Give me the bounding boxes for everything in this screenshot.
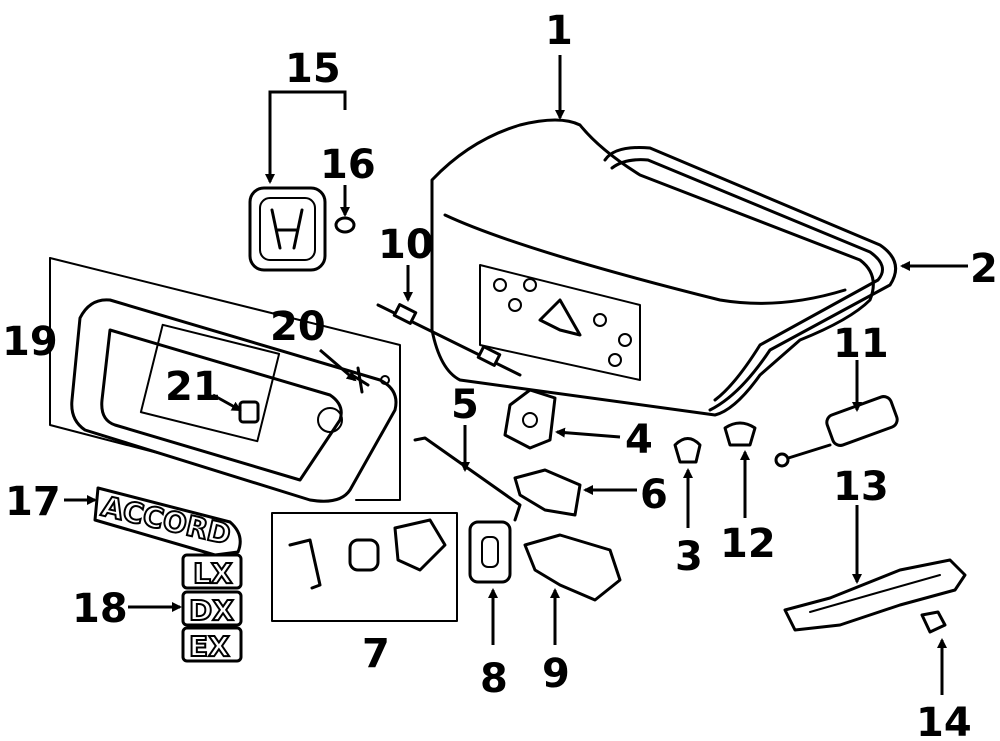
trunk-rod-part — [376, 303, 522, 377]
callout-7: 7 — [362, 631, 390, 677]
weatherstrip-part — [603, 146, 898, 412]
callout-12: 12 — [720, 521, 776, 567]
lock-cylinder-kit-part — [271, 512, 458, 622]
callout-5: 5 — [451, 382, 479, 428]
callout-4: 4 — [625, 417, 653, 463]
trunk-hinge-part — [783, 558, 967, 632]
callout-21: 21 — [165, 364, 221, 410]
honda-emblem-part — [248, 186, 327, 272]
leader-21 — [212, 393, 242, 412]
lock-seal-part — [468, 520, 512, 584]
dx-badge-text: DX — [189, 594, 234, 627]
bumper-stop-part — [673, 437, 702, 464]
striker-part — [513, 468, 582, 517]
accord-emblem-part: ACCORD — [93, 486, 242, 557]
ex-badge-part: EX — [181, 626, 243, 664]
callout-numbers: 1 2 3 4 5 6 7 8 9 10 11 12 13 14 15 16 1… — [2, 8, 998, 741]
hinge-bolt-part — [920, 610, 947, 634]
lx-badge-part: LX — [181, 553, 243, 591]
leader-lines — [64, 55, 968, 695]
retainer-clip-part — [723, 421, 757, 447]
bracket-15 — [268, 90, 347, 180]
callout-20: 20 — [270, 304, 326, 350]
callout-13: 13 — [833, 464, 889, 510]
garnish-nut-part — [238, 400, 260, 424]
ex-badge-text: EX — [189, 630, 230, 663]
lift-support-part — [774, 395, 899, 468]
callout-11: 11 — [833, 321, 889, 367]
callout-1: 1 — [545, 8, 573, 54]
callout-19: 19 — [2, 319, 58, 365]
callout-8: 8 — [480, 656, 508, 702]
leader-4 — [555, 427, 621, 439]
callout-10: 10 — [378, 222, 434, 268]
lx-badge-text: LX — [193, 557, 233, 590]
callout-15: 15 — [285, 46, 341, 92]
callout-2: 2 — [970, 246, 998, 292]
trunk-latch-part — [523, 533, 622, 602]
latch-bracket-part — [503, 388, 557, 450]
callout-17: 17 — [5, 479, 61, 525]
license-garnish-part — [49, 257, 401, 503]
callout-6: 6 — [640, 472, 668, 518]
callout-16: 16 — [320, 142, 376, 188]
latch-rod-part — [413, 436, 522, 522]
callout-3: 3 — [675, 534, 703, 580]
callout-14: 14 — [916, 700, 972, 741]
leader-20 — [319, 348, 357, 382]
callout-18: 18 — [72, 586, 128, 632]
callout-9: 9 — [542, 651, 570, 697]
dx-badge-part: DX — [181, 590, 243, 628]
trunk-lid-part — [430, 118, 875, 417]
emblem-clip-part — [334, 216, 356, 234]
